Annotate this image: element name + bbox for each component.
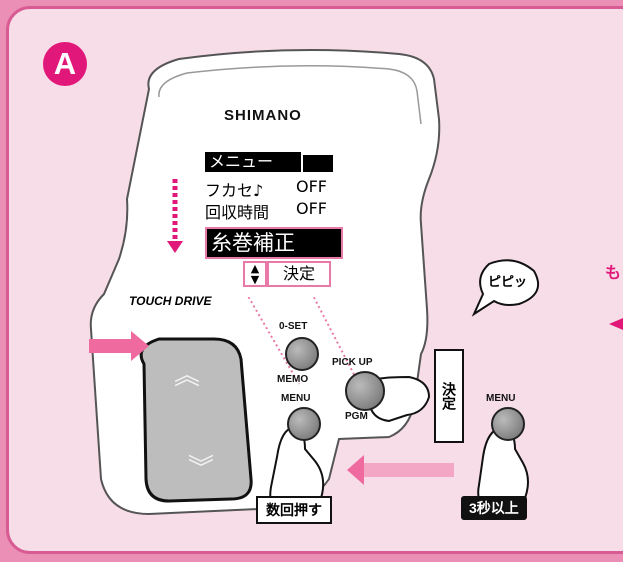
leader-line-2 (306, 283, 360, 385)
three-seconds-label: 3秒以上 (461, 496, 527, 520)
diagram-panel: A ︽ ︾ SHIMANO メニュー フカセ♪ OFF (6, 6, 623, 554)
section-badge: A (43, 42, 87, 86)
lcd-row-fukase: フカセ♪ OFF (205, 177, 335, 201)
edge-text: も (605, 263, 622, 282)
menu-right-button[interactable] (491, 407, 525, 441)
beep-text: ピピッ (488, 275, 528, 290)
beep-bubble (471, 259, 539, 317)
lcd-row-recovery-value: OFF (296, 199, 327, 218)
menu-right-label: MENU (486, 393, 516, 404)
middle-arrow-bar (364, 463, 454, 477)
oset-button[interactable] (285, 337, 319, 371)
lcd-row-fukase-value: OFF (296, 177, 327, 196)
chevron-up-icon: ︽ (174, 361, 200, 391)
pickup-label: PICK UP (332, 357, 373, 368)
lcd-selected-item: 糸巻補正 (205, 227, 343, 259)
touch-drive-label: TOUCH DRIVE (129, 294, 212, 308)
left-arrow-head (131, 331, 149, 361)
battery-icon (303, 155, 333, 172)
left-arrow-bar (89, 339, 131, 353)
middle-arrow-head (347, 455, 364, 485)
lcd-row-recovery-label: 回収時間 (205, 203, 270, 222)
lcd-menu-header: メニュー (205, 152, 301, 172)
menu-label: MENU (281, 393, 311, 404)
chevron-down-icon: ︾ (188, 454, 214, 484)
pgm-label: PGM (345, 411, 368, 422)
updown-icon: ▲▼ (243, 261, 267, 287)
press-several-label: 数回押す (256, 496, 332, 524)
menu-button[interactable] (287, 407, 321, 441)
decide-tag: 決定 (434, 349, 464, 443)
device-inner-line (158, 65, 422, 125)
lcd-row-recovery: 回収時間 OFF (205, 199, 335, 223)
touch-pad (139, 337, 253, 503)
scroll-down-arrowhead (167, 241, 183, 253)
leader-line-1 (240, 283, 300, 385)
pickup-button[interactable] (345, 371, 385, 411)
lcd-confirm-label: 決定 (267, 261, 331, 287)
right-arrow-head (609, 318, 623, 330)
memo-label: MEMO (277, 374, 309, 385)
oset-label: 0-SET (279, 321, 308, 332)
brand-logo: SHIMANO (224, 107, 302, 124)
lcd-row-fukase-label: フカセ♪ (205, 181, 264, 200)
lcd-screen: メニュー フカセ♪ OFF 回収時間 OFF 糸巻補正 ▲▼ 決定 (195, 147, 345, 297)
